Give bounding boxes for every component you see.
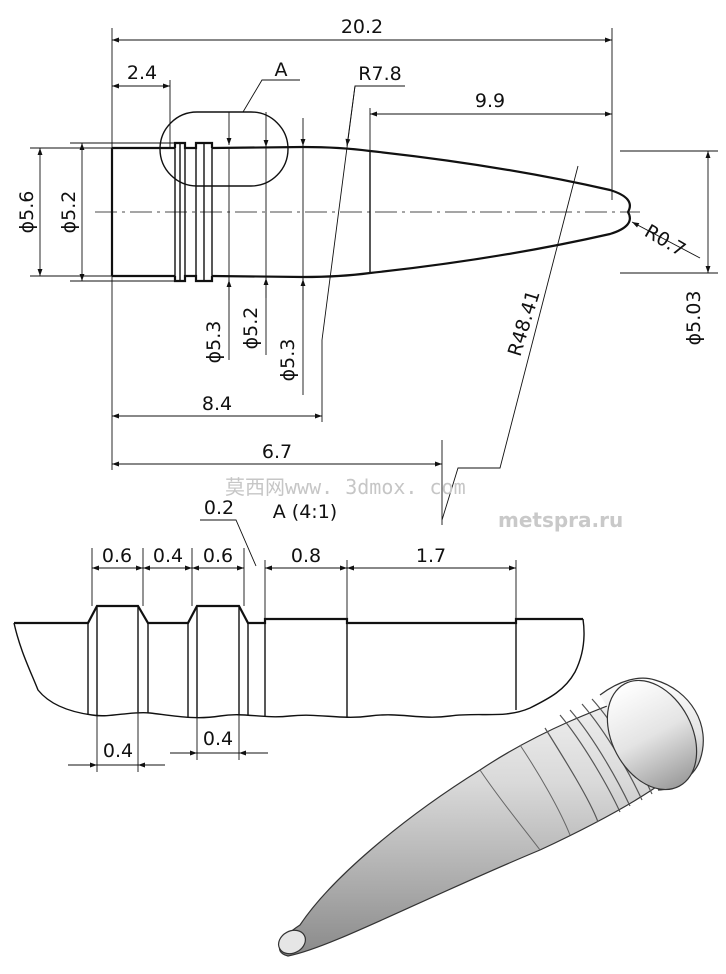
detail-dim-d1: 0.6 <box>102 545 132 567</box>
bullet-profile <box>95 111 640 283</box>
dim-ogive-diameter: ϕ5.03 <box>683 291 705 346</box>
detail-view-a: A (4:1) <box>13 497 585 772</box>
dim-nose-length: 9.9 <box>475 90 505 112</box>
detail-profile <box>14 604 583 625</box>
dim-ogive-radius: R7.8 <box>358 63 401 85</box>
detail-dim-b1: 0.4 <box>103 740 133 762</box>
watermark-ru: metspra.ru <box>498 508 623 532</box>
bullet-3d-render <box>278 677 704 957</box>
detail-a-marker <box>159 111 289 187</box>
dim-groove-d1: ϕ5.3 <box>203 321 225 364</box>
detail-edges <box>87 606 517 718</box>
detail-dim-d4: 0.8 <box>291 545 321 567</box>
detail-dim-d3: 0.6 <box>203 545 233 567</box>
dim-overall-length: 20.2 <box>341 16 383 38</box>
detail-ref-label: A <box>275 59 288 81</box>
dim-body-length: 8.4 <box>202 393 232 415</box>
dim-center-length: 6.7 <box>262 441 292 463</box>
detail-dim-d5: 1.7 <box>416 545 446 567</box>
dim-groove-d2: ϕ5.2 <box>240 307 262 350</box>
body-bottom <box>211 271 371 279</box>
base-cylinder <box>112 146 175 278</box>
watermark-cn: 莫西网www. 3dmox. com <box>225 475 466 499</box>
detail-dim-b2: 0.4 <box>203 728 233 750</box>
detail-break-line <box>13 618 585 719</box>
detail-dim-d2: 0.4 <box>153 545 183 567</box>
dim-base-inner-diameter: ϕ5.2 <box>58 191 80 234</box>
main-dimensions: 20.2 2.4 A R7.8 9.9 ϕ5.6 ϕ5.2 ϕ5.03 R0.7… <box>16 16 718 525</box>
dim-band-offset: 2.4 <box>127 62 157 84</box>
dim-groove-d3: ϕ5.3 <box>277 339 299 382</box>
body-top <box>211 145 371 153</box>
detail-dim-gap: 0.2 <box>204 497 234 519</box>
dim-base-diameter: ϕ5.6 <box>16 191 38 234</box>
dim-tip-radius: R0.7 <box>641 220 690 261</box>
detail-title: A (4:1) <box>273 501 337 523</box>
dim-large-radius: R48.41 <box>504 288 545 359</box>
ogive-nose <box>369 149 631 275</box>
groove-bands <box>173 141 304 283</box>
